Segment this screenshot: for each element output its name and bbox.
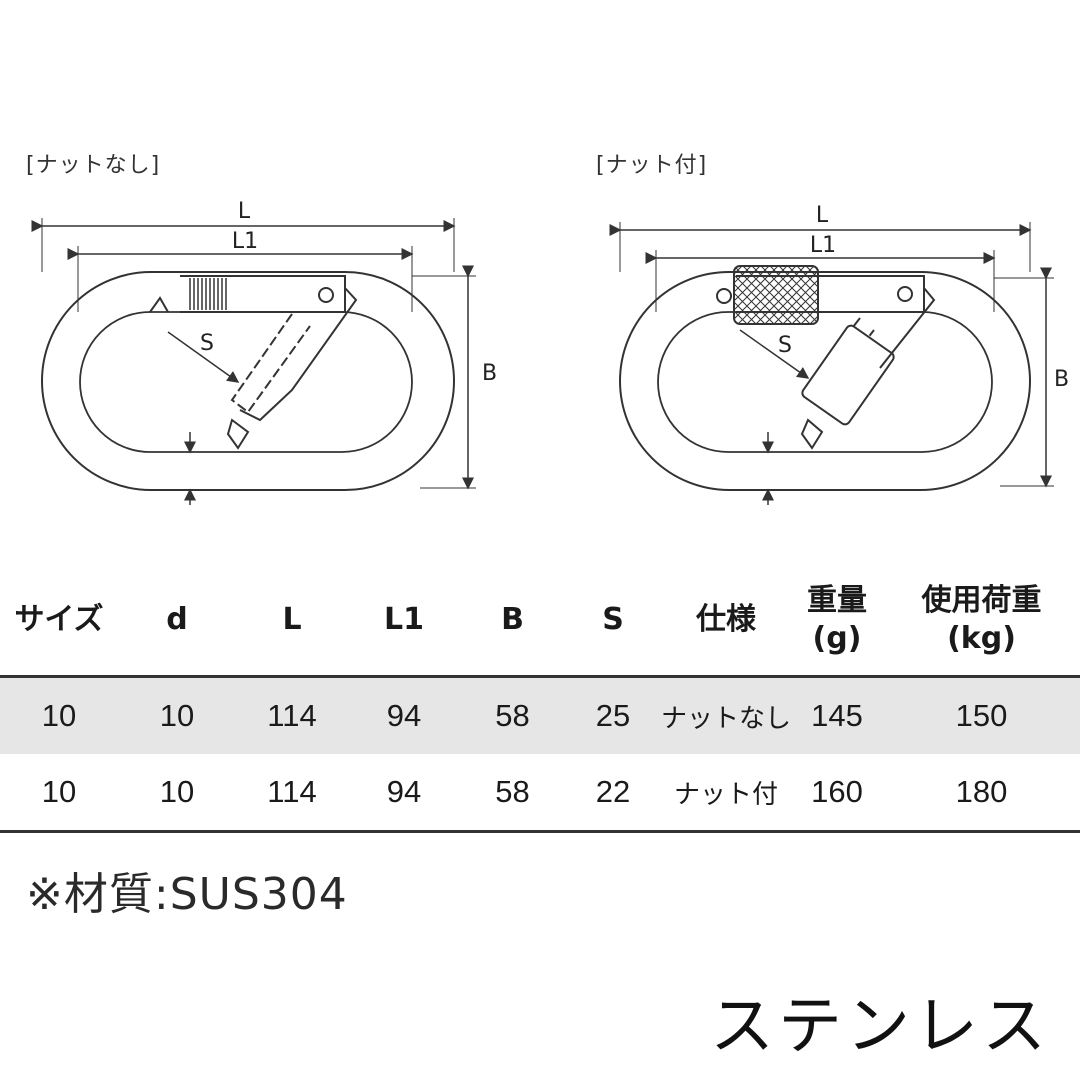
dim-S-line <box>739 329 810 379</box>
dim-S-left: S <box>200 331 214 356</box>
material-note: ※材質:SUS304 <box>26 869 348 920</box>
cell-spec: ナット付 <box>673 779 778 810</box>
gate-body <box>180 275 346 313</box>
dim-S-right: S <box>778 333 792 358</box>
header-load-line1: 使用荷重 <box>921 583 1042 618</box>
outer-outline <box>619 271 1031 491</box>
header-size: サイズ <box>14 602 104 637</box>
dim-B-right: B <box>1054 367 1069 392</box>
gate-nose <box>226 418 250 450</box>
cell-L1: 94 <box>386 698 422 733</box>
header-weight-line1: 重量 <box>807 583 867 618</box>
dim-L-left: L <box>238 199 251 224</box>
cell-size: 10 <box>41 698 77 733</box>
dim-L1-left: L1 <box>232 229 258 254</box>
cell-L: 114 <box>267 698 317 733</box>
table-row: 10 10 114 94 58 22 ナット付 160 180 <box>0 754 1080 832</box>
cell-weight: 160 <box>811 774 863 809</box>
carabiner-with-nut-drawing <box>609 222 1054 505</box>
cell-spec: ナットなし <box>661 703 792 734</box>
header-load: 使用荷重 (kg) <box>883 565 1080 677</box>
cell-size: 10 <box>41 774 77 809</box>
gate-latch <box>879 287 936 369</box>
cell-L1: 94 <box>386 774 422 809</box>
header-weight-line2: (g) <box>812 621 862 656</box>
drawing-title-no-nut: [ナットなし] <box>26 153 161 178</box>
dim-L1-right: L1 <box>810 233 836 258</box>
cell-d: 10 <box>159 774 195 809</box>
header-load-line2: (kg) <box>947 621 1016 656</box>
cell-weight: 145 <box>811 698 863 733</box>
dim-B-left: B <box>482 361 497 386</box>
pin-hole <box>318 287 334 303</box>
drawing-title-with-nut: [ナット付] <box>596 153 708 178</box>
cell-B: 58 <box>495 698 530 733</box>
gate-nut <box>801 324 895 426</box>
header-d: d <box>166 602 188 637</box>
cell-load: 150 <box>955 698 1008 733</box>
carabiner-drawings: L L1 B S L L1 B S <box>31 199 1069 505</box>
cell-load: 180 <box>955 774 1008 809</box>
spec-table: サイズ d L L1 B S 仕様 重量 (g) 使用荷重 (kg) 10 10… <box>0 565 1080 833</box>
knurled-nut <box>733 265 819 325</box>
thread-lines <box>189 278 227 310</box>
hook-tip <box>149 296 169 313</box>
cell-S: 22 <box>595 774 631 809</box>
cell-L: 114 <box>267 774 317 809</box>
pin-hole-right <box>897 286 913 302</box>
header-spec: 仕様 <box>696 602 756 637</box>
cell-d: 10 <box>159 698 195 733</box>
pin-hole-left <box>716 288 732 304</box>
header-L: L <box>282 602 302 637</box>
header-S: S <box>602 602 624 637</box>
outer-outline <box>41 271 455 491</box>
table-header-row: サイズ d L L1 B S 仕様 重量 (g) 使用荷重 (kg) <box>0 565 1080 677</box>
open-gate <box>230 313 311 414</box>
cell-B: 58 <box>495 774 530 809</box>
gate-latch <box>239 287 358 422</box>
header-weight: 重量 (g) <box>791 565 883 677</box>
dim-S-line <box>167 331 240 383</box>
carabiner-no-nut-drawing <box>31 218 476 505</box>
cell-S: 25 <box>595 698 631 733</box>
dim-L-right: L <box>816 203 829 228</box>
gate-nose <box>800 418 824 450</box>
table-row: 10 10 114 94 58 25 ナットなし 145 150 <box>0 676 1080 754</box>
header-L1: L1 <box>384 602 424 637</box>
material-label: ステンレス <box>710 990 1050 1064</box>
header-B: B <box>501 602 524 637</box>
